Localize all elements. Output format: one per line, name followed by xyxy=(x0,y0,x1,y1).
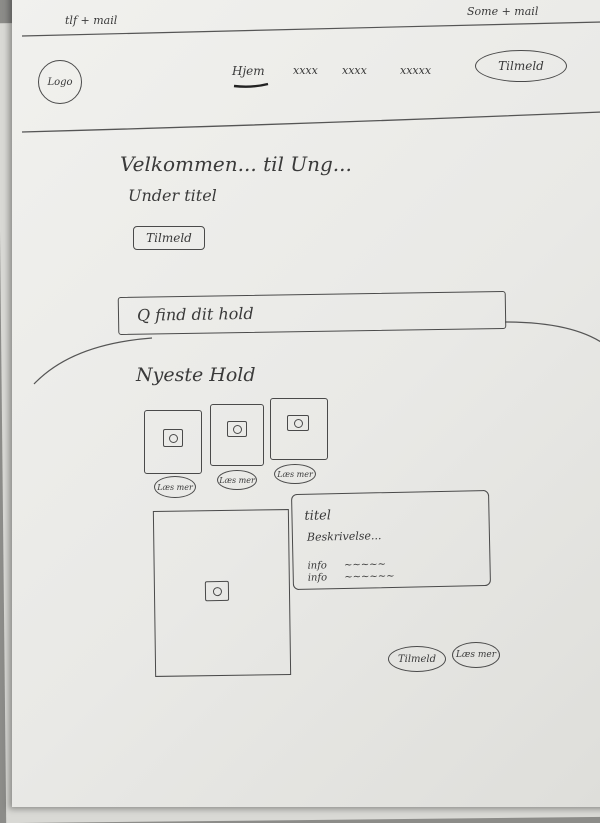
search-bar[interactable]: Q find dit hold xyxy=(117,290,507,336)
header-signup-label: Tilmeld xyxy=(498,59,544,73)
featured-title: titel xyxy=(304,508,332,524)
featured-description: Beskrivelse... xyxy=(306,529,382,544)
featured-image xyxy=(152,509,292,677)
card-3-read-more-button[interactable]: Læs mer xyxy=(274,464,316,484)
image-icon xyxy=(287,415,309,431)
featured-read-more-label: Læs mer xyxy=(455,650,497,660)
nav-item-home[interactable]: Hjem xyxy=(232,64,265,78)
image-icon xyxy=(204,580,230,602)
logo-text: Logo xyxy=(47,76,73,88)
sketch-lines xyxy=(21,21,600,385)
header-signup-button[interactable]: Tilmeld xyxy=(475,50,567,82)
card-2-read-more-button[interactable]: Læs mer xyxy=(217,470,257,490)
newest-card-3[interactable] xyxy=(270,398,328,460)
newest-heading: Nyeste Hold xyxy=(136,364,256,386)
featured-read-more-button[interactable]: Læs mer xyxy=(452,642,500,668)
nav-item-3[interactable]: xxxx xyxy=(342,64,367,77)
newest-card-2[interactable] xyxy=(210,404,264,466)
info-row-1: info ~~~~~ xyxy=(307,559,386,572)
card-1-read-more-label: Læs mer xyxy=(157,482,193,492)
hero-title: Velkommen... til Ung... xyxy=(120,152,352,176)
info-value: ~~~~~~ xyxy=(344,570,395,583)
info-label: info xyxy=(307,560,328,572)
card-1-read-more-button[interactable]: Læs mer xyxy=(154,476,196,498)
sketch-paper: tlf + mail Some + mail Logo Hjem xxxx xx… xyxy=(12,0,600,807)
hero-signup-button[interactable]: Tilmeld xyxy=(133,226,205,250)
hero-signup-label: Tilmeld xyxy=(146,231,192,245)
hero-subtitle: Under titel xyxy=(128,186,217,205)
image-icon xyxy=(163,429,183,447)
contact-note: tlf + mail xyxy=(65,14,118,27)
nav-item-2[interactable]: xxxx xyxy=(293,64,318,77)
search-placeholder: Q find dit hold xyxy=(136,303,254,325)
featured-info-card: titel Beskrivelse... info ~~~~~ info ~~~… xyxy=(291,489,491,591)
card-3-read-more-label: Læs mer xyxy=(277,469,313,479)
info-row-2: info ~~~~~~ xyxy=(308,571,395,584)
newest-card-1[interactable] xyxy=(144,410,202,474)
image-icon xyxy=(227,421,247,437)
logo[interactable]: Logo xyxy=(38,60,82,104)
info-value: ~~~~~ xyxy=(343,559,387,571)
nav-item-4[interactable]: xxxxx xyxy=(400,64,432,77)
featured-signup-label: Tilmeld xyxy=(397,653,437,665)
card-2-read-more-label: Læs mer xyxy=(219,475,255,485)
featured-signup-button[interactable]: Tilmeld xyxy=(388,646,446,672)
social-note: Some + mail xyxy=(467,5,539,18)
info-label: info xyxy=(307,572,328,584)
